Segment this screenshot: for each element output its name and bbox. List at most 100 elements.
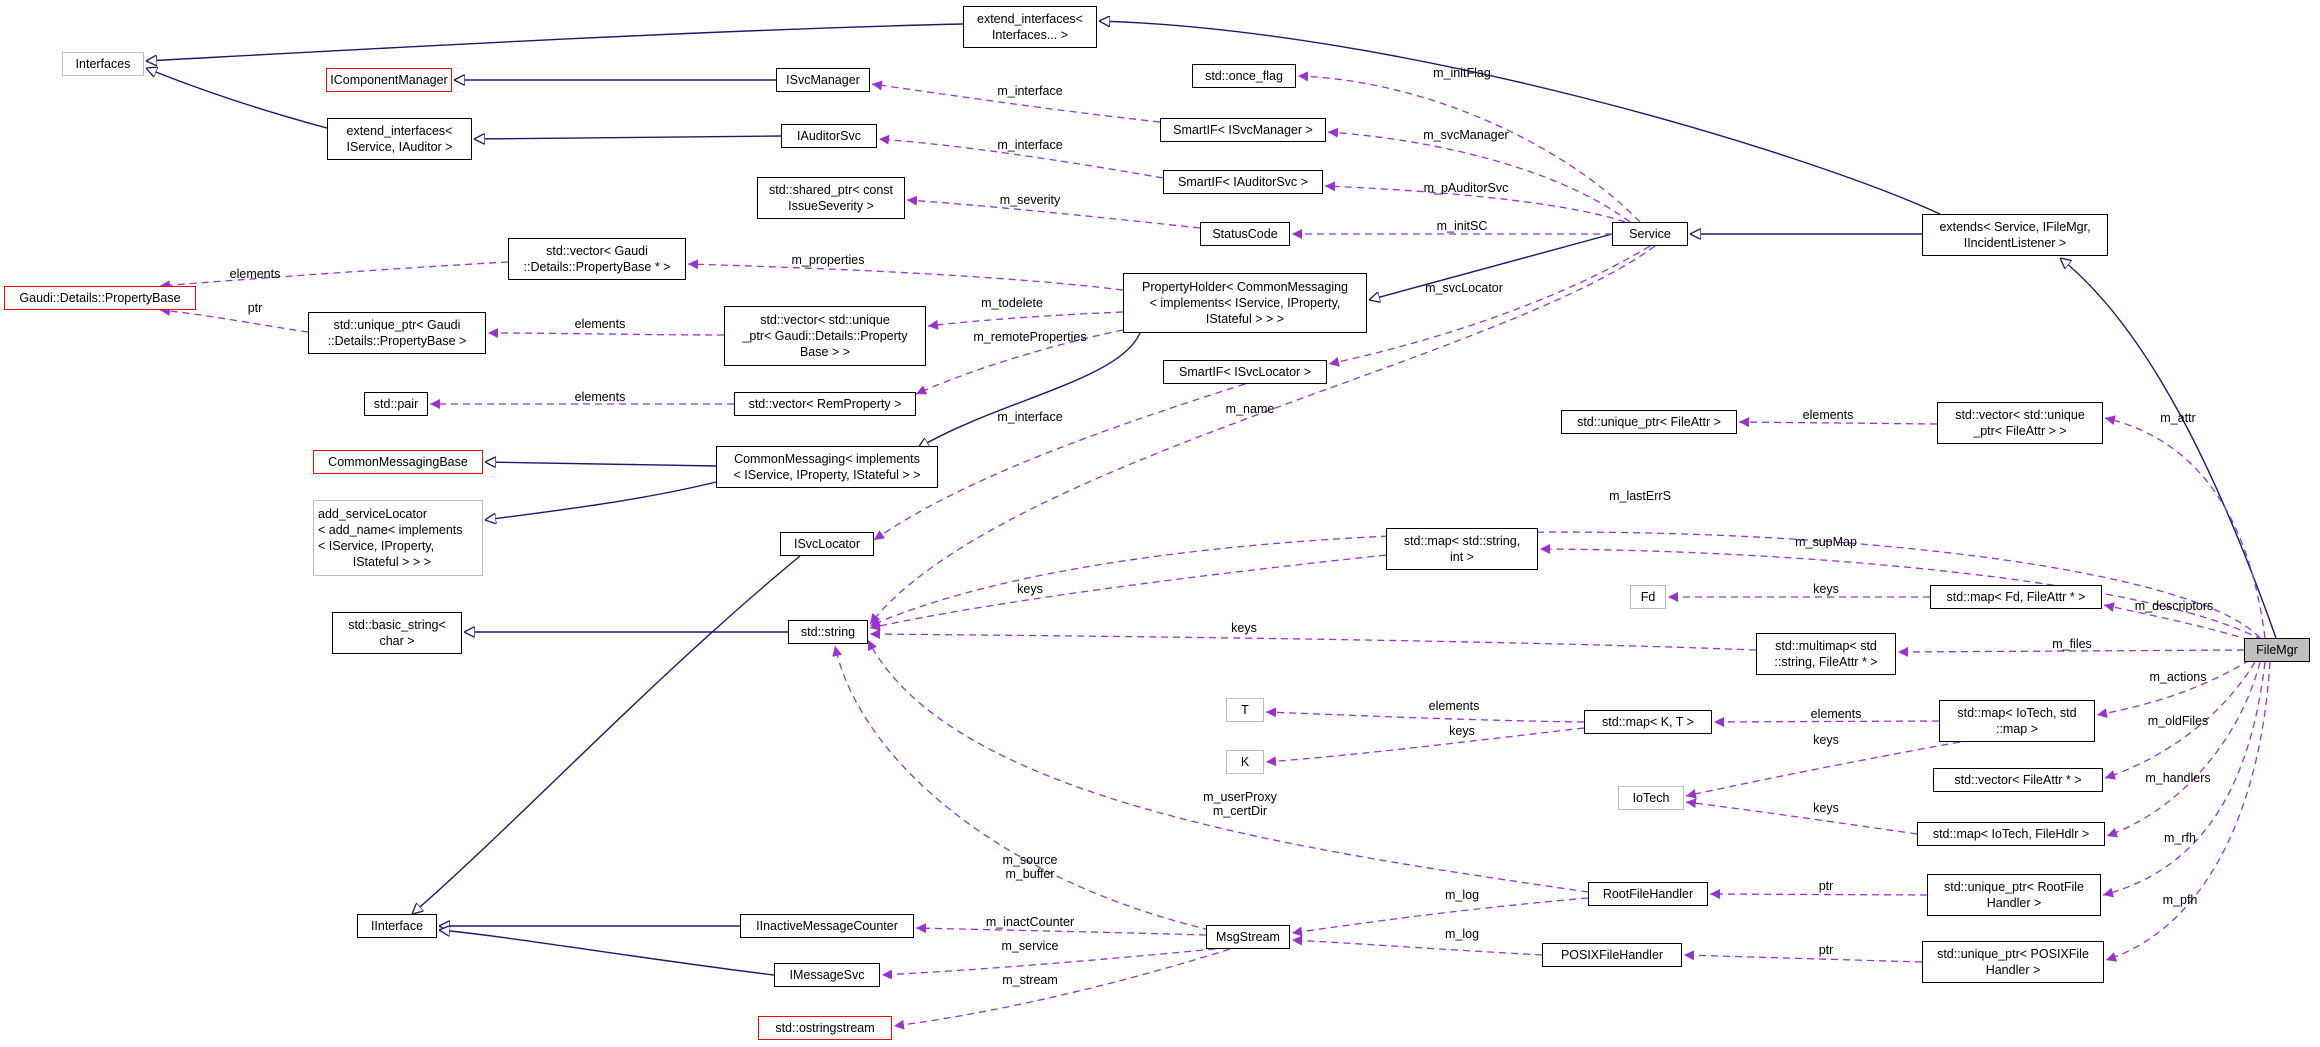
- node-extend-interfaces-iservice-iauditor[interactable]: extend_interfaces< IService, IAuditor >: [327, 118, 472, 160]
- node-multimap-string-fileattr[interactable]: std::multimap< std ::string, FileAttr * …: [1756, 633, 1896, 675]
- edge-usage-ptr-unique-ptr-rootfilehandler: [1709, 889, 1928, 900]
- edge-label-m-stream: m_stream: [1002, 973, 1058, 987]
- node-unique-ptr-fileattr[interactable]: std::unique_ptr< FileAttr >: [1561, 410, 1737, 434]
- node-msgstream[interactable]: MsgStream: [1206, 925, 1290, 949]
- edge-usage-elements-unique-ptr-fileattr: [1738, 417, 1938, 428]
- edge-inheritance-imessagesvc-to-iinterface: [439, 930, 775, 976]
- node-iauditorsvc[interactable]: IAuditorSvc: [781, 124, 877, 148]
- edge-label-m-interface: m_interface: [997, 410, 1063, 424]
- node-unique-ptr-propertybase[interactable]: std::unique_ptr< Gaudi ::Details::Proper…: [308, 312, 486, 354]
- edge-usage-m-inactcounter: [915, 923, 1207, 936]
- node-std-once-flag[interactable]: std::once_flag: [1192, 64, 1296, 88]
- node-vector-remproperty[interactable]: std::vector< RemProperty >: [734, 392, 916, 416]
- node-unique-ptr-posixfilehandler[interactable]: std::unique_ptr< POSIXFile Handler >: [1922, 941, 2104, 983]
- edge-label-m-log: m_log: [1444, 927, 1480, 941]
- edge-usage-m-pauditorsvc: [1324, 181, 1626, 223]
- node-map-fd-fileattr[interactable]: std::map< Fd, FileAttr * >: [1930, 585, 2102, 609]
- edge-usage-keys-multimap: [869, 629, 1757, 651]
- edge-label-m-supmap: m_supMap: [1795, 535, 1857, 549]
- edge-inheritance-propertyholder-to-commonmessaging: [918, 332, 1141, 448]
- edge-usage-m-interface-isvcmanager: [871, 80, 1161, 123]
- node-vector-unique-ptr-propertybase[interactable]: std::vector< std::unique _ptr< Gaudi::De…: [724, 306, 926, 366]
- edge-label-m-lasterrs: m_lastErrS: [1609, 489, 1671, 503]
- edge-usage-m-handlers: [2106, 661, 2261, 838]
- node-k[interactable]: K: [1226, 750, 1264, 774]
- edge-usage-m-userproxy-m-certdir: [867, 639, 1589, 893]
- edge-label-m-source-m-buffer: m_source m_buffer: [1002, 853, 1058, 881]
- edge-label-ptr: ptr: [1818, 943, 1834, 957]
- node-extends-service[interactable]: extends< Service, IFileMgr, IIncidentLis…: [1922, 214, 2108, 256]
- node-interfaces[interactable]: Interfaces: [62, 52, 144, 76]
- node-fd[interactable]: Fd: [1630, 585, 1666, 609]
- edge-label-m-inactcounter: m_inactCounter: [985, 915, 1075, 929]
- edge-label-m-initsc: m_initSC: [1436, 219, 1488, 233]
- node-propertyholder[interactable]: PropertyHolder< CommonMessaging < implem…: [1123, 273, 1367, 333]
- edge-label-keys: keys: [1813, 801, 1839, 815]
- node-vector-unique-ptr-fileattr[interactable]: std::vector< std::unique _ptr< FileAttr …: [1937, 402, 2103, 444]
- edge-usage-m-service: [881, 948, 1216, 980]
- node-iinactivemessagecounter[interactable]: IInactiveMessageCounter: [740, 914, 914, 938]
- edge-usage-m-files: [1897, 646, 2245, 657]
- edge-usage-ptr-unique-ptr-to-propertybase: [159, 306, 309, 333]
- node-add-servicelocator[interactable]: add_serviceLocator < add_name< implement…: [313, 500, 483, 576]
- edge-usage-keys-map-string-int: [869, 554, 1387, 631]
- node-map-iotech-map[interactable]: std::map< IoTech, std ::map >: [1939, 700, 2095, 742]
- node-posixfilehandler[interactable]: POSIXFileHandler: [1542, 943, 1682, 967]
- edge-label-m-initflag: m_initFlag: [1433, 66, 1491, 80]
- node-basic-string[interactable]: std::basic_string< char >: [332, 612, 462, 654]
- node-iotech[interactable]: IoTech: [1618, 786, 1684, 810]
- edge-label-m-log: m_log: [1444, 888, 1480, 902]
- node-extend-interfaces[interactable]: extend_interfaces< Interfaces... >: [963, 6, 1097, 48]
- edge-label-m-svclocator: m_svcLocator: [1425, 281, 1503, 295]
- node-t[interactable]: T: [1226, 698, 1264, 722]
- node-icomponentmanager[interactable]: IComponentManager: [326, 68, 452, 92]
- node-shared-ptr-issueseverity[interactable]: std::shared_ptr< const IssueSeverity >: [757, 177, 905, 219]
- node-std-pair[interactable]: std::pair: [364, 392, 428, 416]
- edge-inheritance-commonmessaging-to-add-servicelocator: [485, 475, 741, 520]
- node-commonmessaging[interactable]: CommonMessaging< implements < IService, …: [716, 446, 938, 488]
- edge-label-m-descriptors: m_descriptors: [2134, 599, 2214, 613]
- edge-usage-m-attr: [2104, 415, 2266, 639]
- edge-inheritance-extend-iservice-iauditor-to-interfaces: [146, 68, 328, 129]
- node-std-ostringstream[interactable]: std::ostringstream: [758, 1016, 892, 1040]
- node-iinterface[interactable]: IInterface: [357, 914, 437, 938]
- edge-usage-elements-map-iotech-to-map-k-t: [1713, 716, 1940, 727]
- node-statuscode[interactable]: StatusCode: [1200, 222, 1290, 246]
- edge-usage-m-pfh: [2105, 661, 2271, 962]
- edge-label-elements: elements: [1810, 707, 1862, 721]
- edge-usage-m-oldfiles: [2104, 661, 2256, 780]
- node-map-string-int[interactable]: std::map< std::string, int >: [1386, 528, 1538, 570]
- node-isvclocator[interactable]: ISvcLocator: [780, 532, 874, 556]
- node-map-k-t[interactable]: std::map< K, T >: [1584, 710, 1712, 734]
- node-vector-fileattr-ptr[interactable]: std::vector< FileAttr * >: [1933, 768, 2103, 792]
- node-isvcmanager[interactable]: ISvcManager: [776, 68, 870, 92]
- edge-label-m-files: m_files: [2052, 637, 2092, 651]
- node-filemgr[interactable]: FileMgr: [2244, 638, 2310, 662]
- edge-label-m-oldfiles: m_oldFiles: [2147, 714, 2209, 728]
- edge-label-m-severity: m_severity: [999, 193, 1061, 207]
- node-commonmessagingbase[interactable]: CommonMessagingBase: [313, 450, 483, 474]
- edge-label-m-pauditorsvc: m_pAuditorSvc: [1423, 181, 1509, 195]
- node-smartif-isvclocator[interactable]: SmartIF< ISvcLocator >: [1163, 360, 1327, 384]
- node-map-iotech-filehdlr[interactable]: std::map< IoTech, FileHdlr >: [1917, 822, 2105, 846]
- edge-usage-keys-map-iotech-to-iotech: [1685, 741, 1961, 799]
- edge-label-m-properties: m_properties: [791, 253, 865, 267]
- edge-label-elements: elements: [1802, 408, 1854, 422]
- edge-inheritance-iauditorsvc-to-extend-iservice-iauditor: [474, 136, 782, 139]
- node-smartif-isvcmanager[interactable]: SmartIF< ISvcManager >: [1160, 118, 1326, 142]
- edge-label-ptr: ptr: [247, 301, 263, 315]
- node-gaudi-propertybase[interactable]: Gaudi::Details::PropertyBase: [4, 286, 196, 310]
- node-unique-ptr-rootfilehandler[interactable]: std::unique_ptr< RootFile Handler >: [1927, 874, 2101, 916]
- edge-label-m-actions: m_actions: [2149, 670, 2207, 684]
- node-vector-propertybase[interactable]: std::vector< Gaudi ::Details::PropertyBa…: [508, 238, 686, 280]
- node-smartif-iauditorsvc[interactable]: SmartIF< IAuditorSvc >: [1163, 170, 1323, 194]
- edge-usage-m-lasterrs: [869, 531, 2261, 639]
- edge-usage-m-stream: [893, 948, 1231, 1030]
- node-rootfilehandler[interactable]: RootFileHandler: [1588, 882, 1708, 906]
- node-std-string[interactable]: std::string: [788, 620, 868, 644]
- node-service[interactable]: Service: [1612, 222, 1688, 246]
- edge-label-ptr: ptr: [1818, 879, 1834, 893]
- node-imessagesvc[interactable]: IMessageSvc: [774, 963, 880, 987]
